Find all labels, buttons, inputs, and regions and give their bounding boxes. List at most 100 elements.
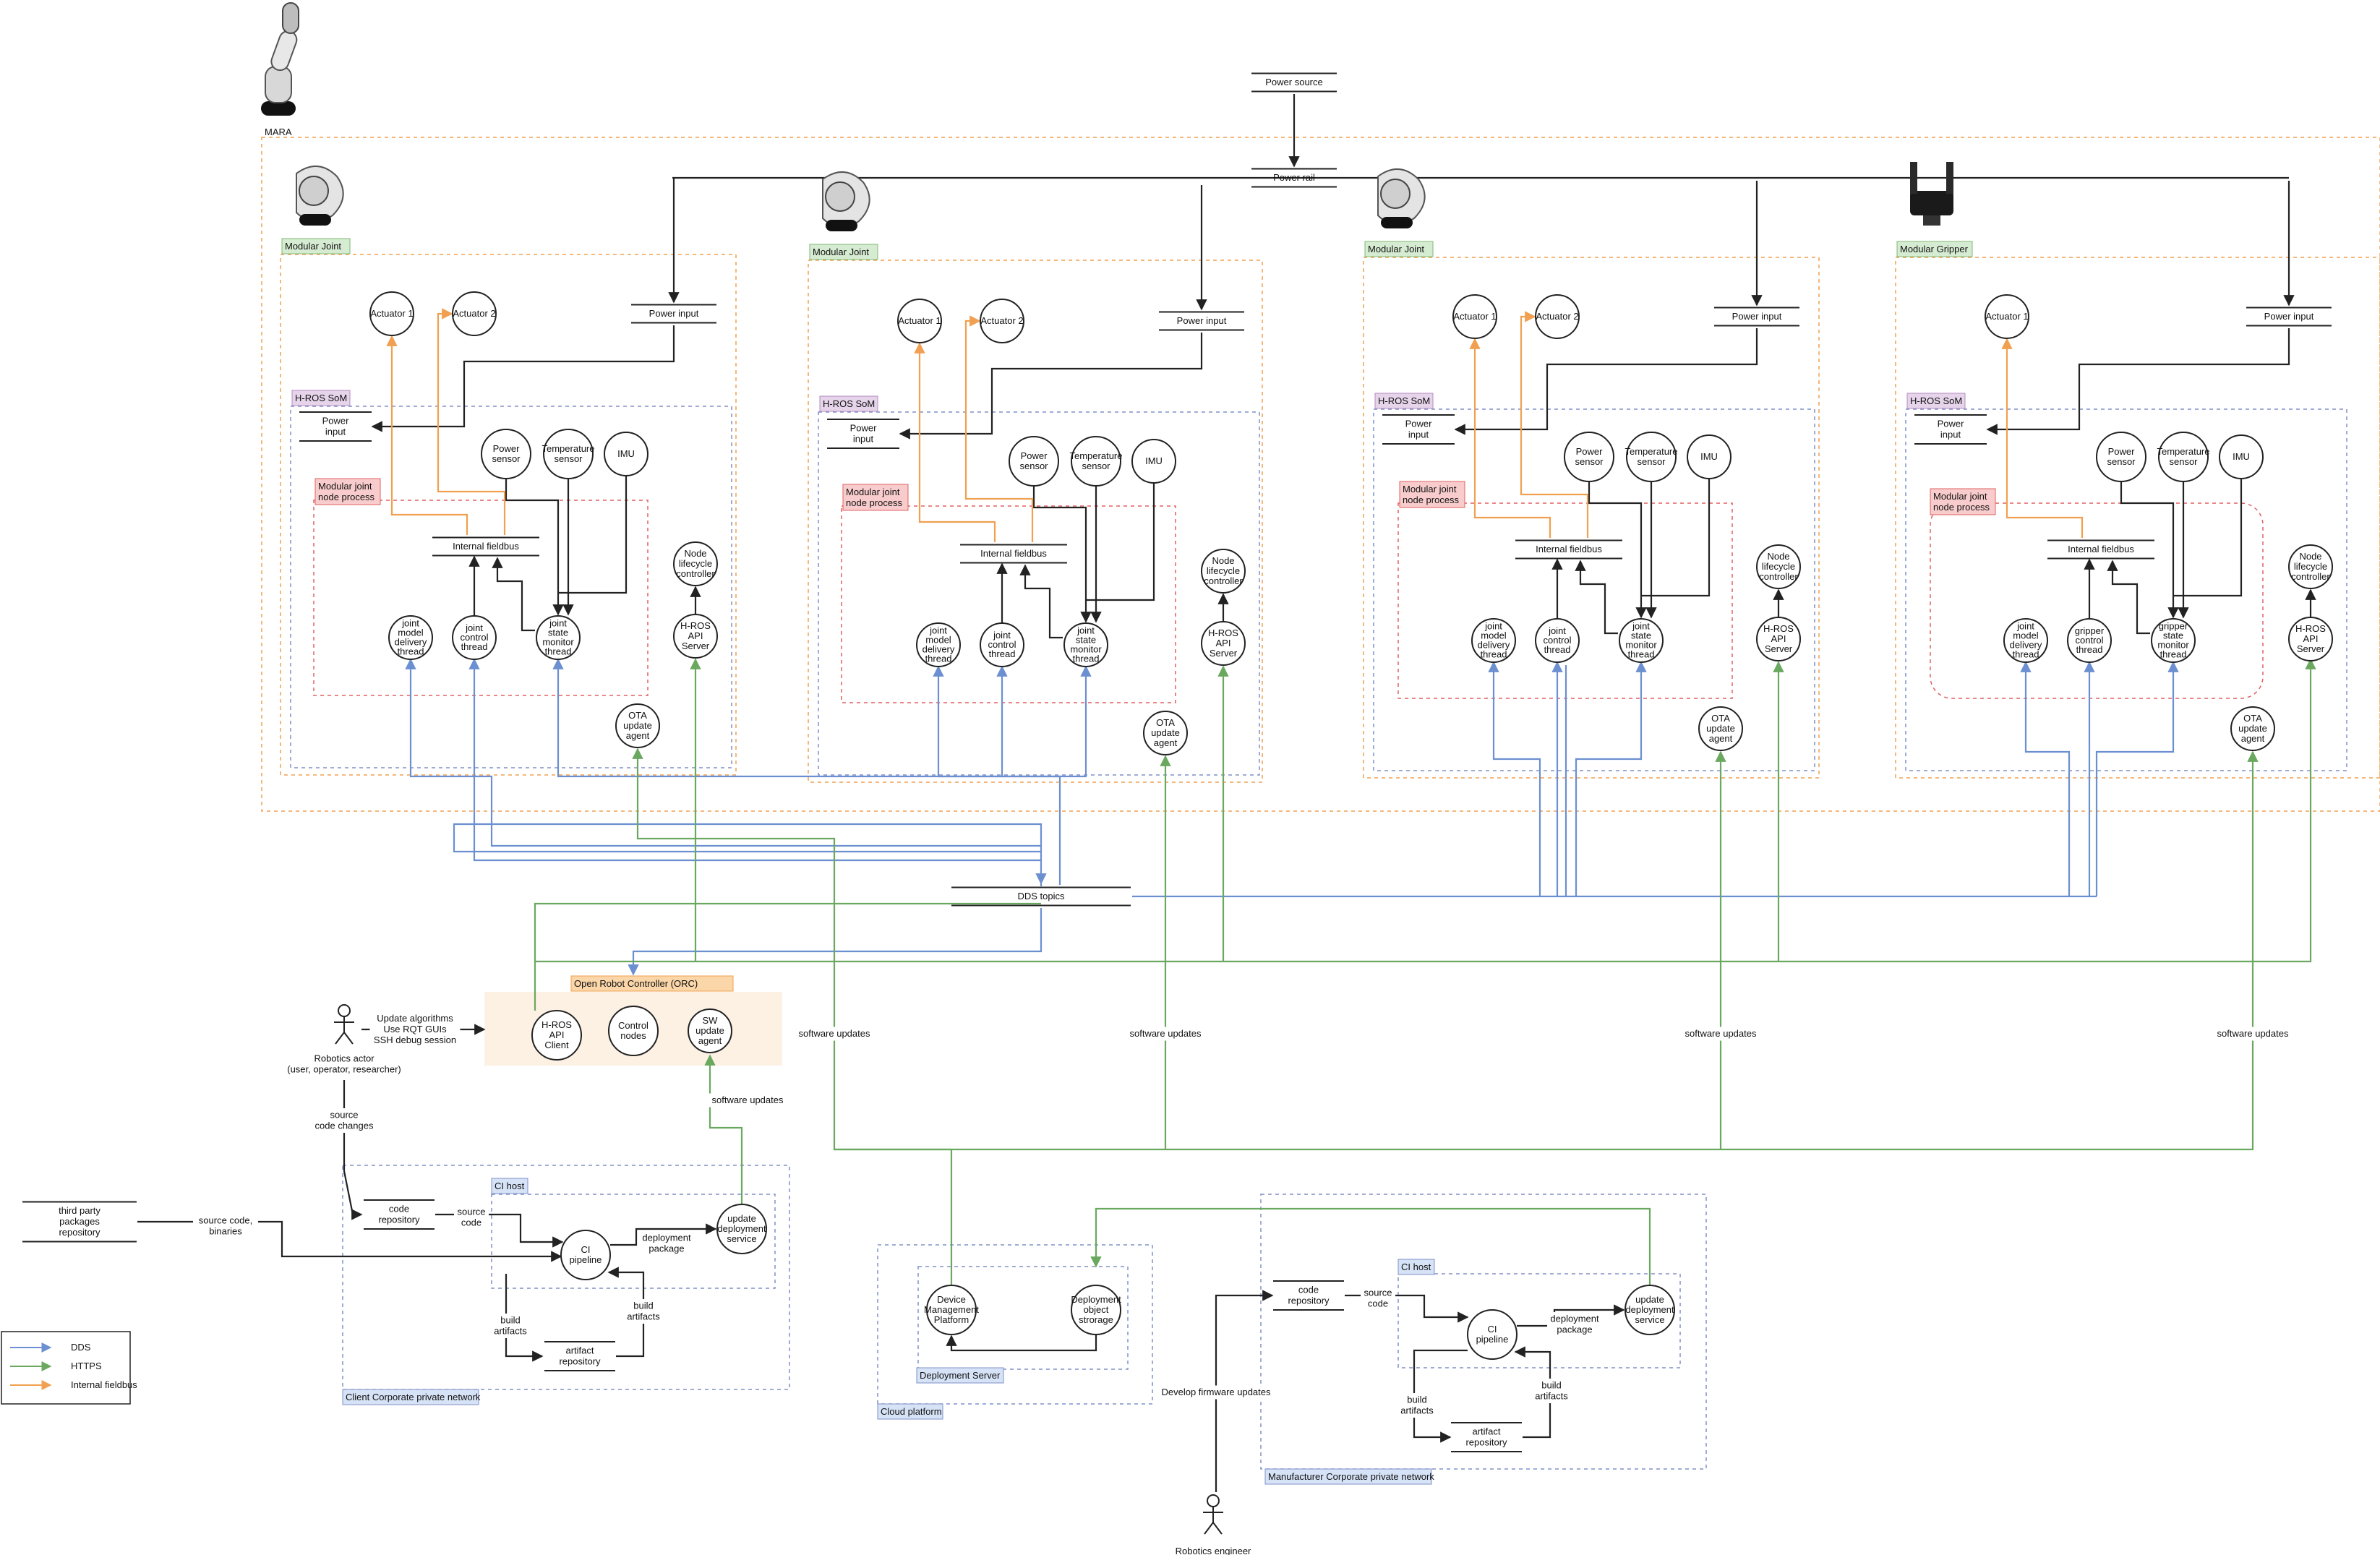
module-3-actuator-1[interactable]: Actuator 1 bbox=[1452, 294, 1497, 339]
orc-client-to-https-bus bbox=[534, 902, 1041, 1011]
cloud-platform-box-label: Cloud platform bbox=[881, 1406, 942, 1417]
power-source[interactable]: Power source bbox=[1251, 72, 1337, 93]
module-1-power-sensor-to-state bbox=[505, 479, 564, 616]
module-3-actuator-2[interactable]: Actuator 2 bbox=[1535, 294, 1580, 339]
modular-joint-3-box-tag: Modular Joint bbox=[1364, 241, 1434, 257]
module-3-actuator-2-label: Actuator 2 bbox=[1536, 311, 1578, 322]
modular-joint-1-box-label: Modular Joint bbox=[285, 241, 341, 252]
power-rail[interactable]: Power rail bbox=[1251, 168, 1337, 188]
develop-firmware-label-text: Develop firmware updates bbox=[1161, 1387, 1271, 1397]
module-1-actuator-1[interactable]: Actuator 1 bbox=[369, 291, 414, 336]
dds-to-module-3-model bbox=[1488, 661, 1541, 896]
software-updates-label-3-text: software updates bbox=[1685, 1028, 1757, 1039]
module-3-internal-fieldbus[interactable]: Internal fieldbus bbox=[1515, 539, 1622, 560]
module-2-internal-fieldbus[interactable]: Internal fieldbus bbox=[960, 544, 1067, 564]
module-2-imu[interactable]: IMU bbox=[1131, 439, 1176, 484]
modular-joint-1-box-tag: Modular Joint bbox=[281, 238, 351, 254]
dds-topics[interactable]: DDS topics bbox=[951, 886, 1131, 907]
manufacturer-network-box-tag: Manufacturer Corporate private network bbox=[1264, 1468, 1434, 1485]
module-g-actuator-1-label: Actuator 1 bbox=[1985, 311, 2028, 322]
robotics-actor-icon[interactable] bbox=[334, 1004, 354, 1045]
module-2-actuator-2[interactable]: Actuator 2 bbox=[980, 299, 1024, 343]
legend-label-0: DDS bbox=[71, 1342, 91, 1353]
dds-to-module-1-control bbox=[468, 658, 1041, 862]
module-g-power-input[interactable]: Power input bbox=[2246, 307, 2332, 327]
module-3-imu[interactable]: IMU bbox=[1687, 434, 1732, 479]
module-1-to-dds bbox=[453, 823, 1047, 886]
module-2-fieldbus-to-actuator-1 bbox=[914, 342, 996, 542]
module-g-imu[interactable]: IMU bbox=[2219, 434, 2264, 479]
module-2-actuator-1[interactable]: Actuator 1 bbox=[897, 299, 942, 343]
module-g-actuator-1[interactable]: Actuator 1 bbox=[1985, 294, 2029, 339]
module-3-power-input[interactable]: Power input bbox=[1714, 307, 1799, 327]
manufacturer-ci-host-box: CI host bbox=[1397, 1259, 1681, 1368]
module-1-imu[interactable]: IMU bbox=[604, 432, 648, 476]
module-1-internal-fieldbus[interactable]: Internal fieldbus bbox=[432, 536, 539, 557]
module-g-internal-fieldbus[interactable]: Internal fieldbus bbox=[2047, 539, 2154, 560]
mara-boundary-tag: MARA bbox=[265, 127, 292, 137]
module-2-power-input[interactable]: Power input bbox=[1159, 311, 1244, 331]
module-1-actuator-2[interactable]: Actuator 2 bbox=[452, 291, 497, 336]
robotics-engineer-icon[interactable] bbox=[1203, 1494, 1223, 1535]
manufacturer-network-box: Manufacturer Corporate private network bbox=[1260, 1194, 1707, 1485]
module-1-power-input[interactable]: Power input bbox=[631, 304, 716, 324]
